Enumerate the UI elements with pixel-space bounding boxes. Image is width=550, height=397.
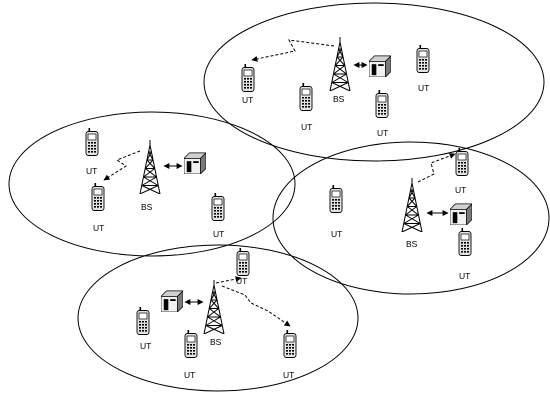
- wireless-link: [215, 276, 242, 284]
- cell-left: BS UT UT UT: [85, 128, 225, 239]
- user-terminal-icon: [299, 83, 313, 111]
- bs-label: BS: [406, 239, 418, 249]
- cell-boundary-top-right: [203, 2, 545, 162]
- user-terminal-icon: [455, 148, 469, 176]
- base-station-tower-icon: [401, 178, 423, 232]
- cell-bottom: BS UT UT UT UT: [136, 248, 297, 380]
- user-terminal-icon: [136, 307, 150, 335]
- user-terminal-icon: [91, 183, 105, 211]
- cell-right: BS UT UT UT: [329, 148, 472, 281]
- server-icon: [184, 152, 206, 174]
- ut-label: UT: [213, 229, 224, 239]
- wireless-link: [417, 153, 456, 183]
- ut-label: UT: [283, 370, 294, 380]
- base-station-tower-icon: [329, 37, 351, 91]
- cell-top-right: BS UT UT UT UT: [241, 37, 430, 138]
- user-terminal-icon: [236, 248, 250, 276]
- ut-label: UT: [418, 83, 429, 93]
- ut-label: UT: [331, 229, 342, 239]
- ut-label: UT: [140, 341, 151, 351]
- user-terminal-icon: [329, 185, 343, 213]
- user-terminal-icon: [184, 330, 198, 358]
- ut-label: UT: [459, 271, 470, 281]
- bs-label: BS: [141, 202, 153, 212]
- server-icon: [450, 203, 472, 225]
- server-icon: [161, 290, 183, 312]
- ut-label: UT: [301, 122, 312, 132]
- ut-label: UT: [377, 128, 388, 138]
- base-station-tower-icon: [139, 140, 161, 194]
- bs-label: BS: [210, 337, 222, 347]
- wireless-link: [103, 150, 141, 181]
- ut-label: UT: [184, 370, 195, 380]
- user-terminal-icon: [85, 128, 99, 156]
- ut-label: UT: [86, 166, 97, 176]
- bs-label: BS: [333, 94, 345, 104]
- base-station-tower-icon: [203, 280, 225, 334]
- wireless-link: [221, 285, 291, 327]
- user-terminal-icon: [283, 330, 297, 358]
- ut-label: UT: [236, 276, 247, 286]
- user-terminal-icon: [375, 90, 389, 118]
- wireless-link: [251, 39, 335, 62]
- user-terminal-icon: [211, 193, 225, 221]
- ut-label: UT: [242, 95, 253, 105]
- ut-label: UT: [93, 223, 104, 233]
- ut-label: UT: [455, 185, 466, 195]
- server-icon: [369, 55, 391, 77]
- cell-boundary-left: [8, 111, 296, 257]
- user-terminal-icon: [241, 64, 255, 92]
- cell-boundary-right: [272, 141, 550, 295]
- user-terminal-icon: [416, 45, 430, 73]
- user-terminal-icon: [458, 228, 472, 256]
- cell-boundary-bottom: [77, 244, 359, 392]
